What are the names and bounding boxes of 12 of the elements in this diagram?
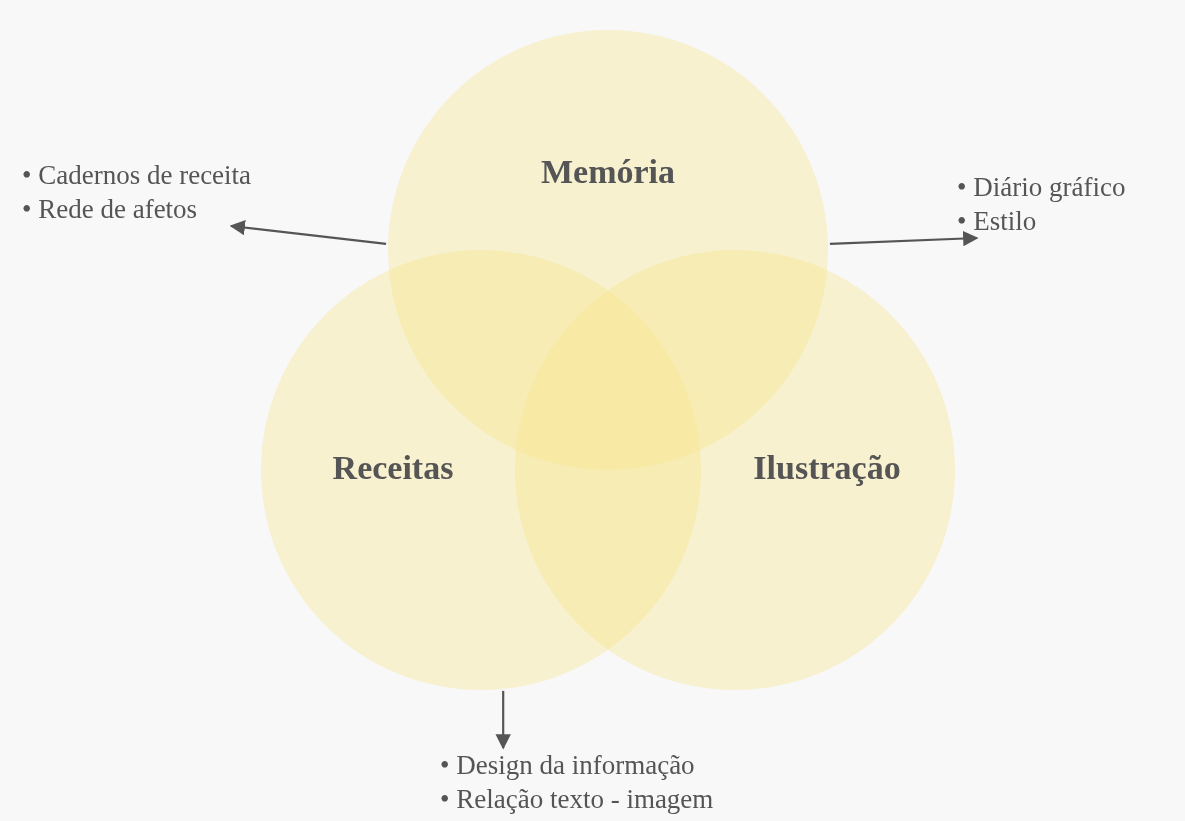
circle-label: Ilustração <box>753 449 901 487</box>
bullet-point-text: • Design da informação <box>440 749 695 782</box>
arrow <box>829 230 979 247</box>
arrow <box>495 690 511 750</box>
bullet-point-text: • Diário gráfico <box>957 171 1126 204</box>
arrow <box>229 219 387 245</box>
circle-label: Receitas <box>332 449 454 487</box>
bullet-point-text: • Cadernos de receita <box>22 159 252 192</box>
bullet-point-text: • Estilo <box>957 205 1037 238</box>
bullet-point-text: • Rede de afetos <box>22 193 198 226</box>
circle-label: Memória <box>541 153 675 191</box>
bullet-point-text: • Relação texto - imagem <box>440 783 714 816</box>
